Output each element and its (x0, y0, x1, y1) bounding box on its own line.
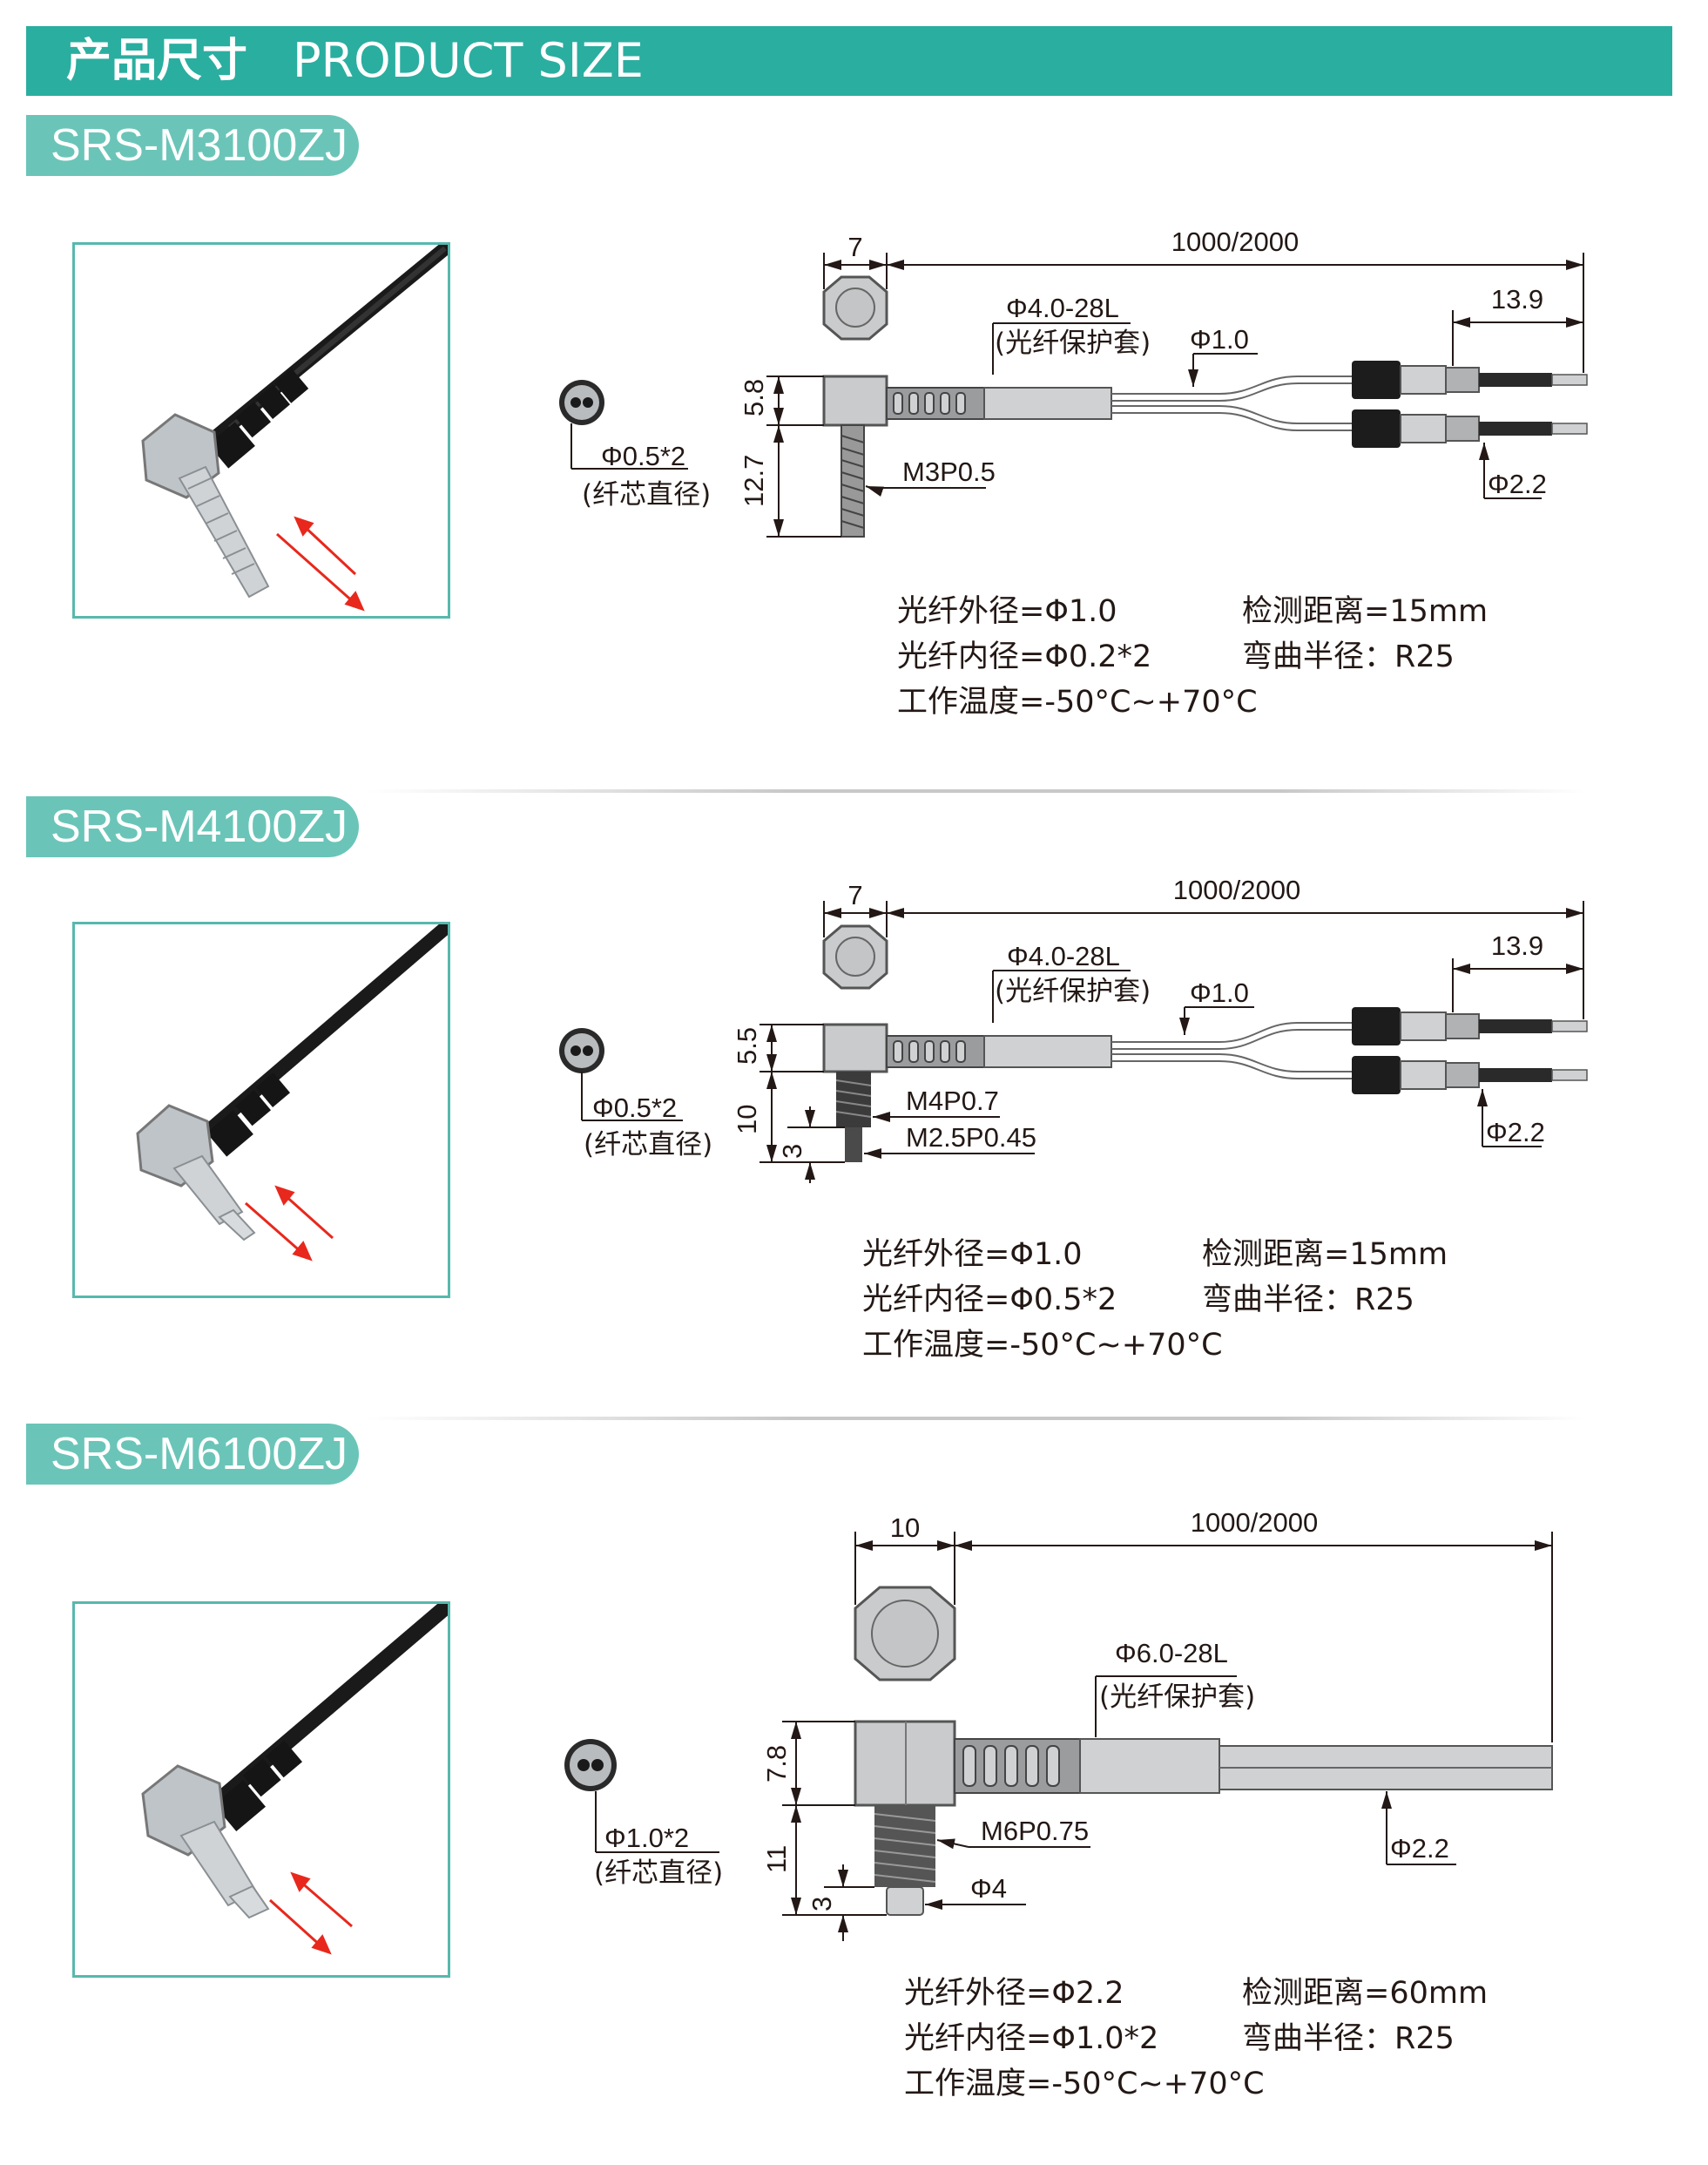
head-height-label: 7.8 (761, 1745, 792, 1783)
tip-length-label: 3 (807, 1897, 837, 1911)
core-dia-label: Φ0.5*2 (601, 441, 685, 471)
specs-right-2: 检测距离=15mm 弯曲半径：R25 (1202, 1232, 1448, 1323)
thread-label: M3P0.5 (902, 457, 996, 487)
core-end-view (559, 1028, 683, 1121)
tail-dia-label: Φ2.2 (1488, 469, 1547, 499)
tail-dia-label: Φ2.2 (1486, 1117, 1545, 1147)
sleeve-label: Φ4.0-28L (1006, 293, 1119, 323)
fiber-outer-spec: 光纤外径=Φ2.2 (904, 1976, 1124, 2011)
temperature-spec: 工作温度=-50°C~+70°C (897, 685, 1258, 720)
product-photo-3 (72, 1601, 450, 1978)
distance-spec: 检测距离=15mm (1202, 1237, 1448, 1272)
length-label: 1000/2000 (1173, 875, 1301, 905)
tail-length-label: 13.9 (1491, 284, 1543, 315)
length-label: 1000/2000 (1171, 227, 1300, 257)
core-end-view (564, 1739, 719, 1853)
fiber-inner-spec: 光纤内径=Φ0.2*2 (897, 639, 1152, 674)
tail-length-label: 13.9 (1491, 930, 1543, 961)
specs-right-1: 检测距离=15mm 弯曲半径：R25 (1242, 589, 1488, 680)
header-title-zh: 产品尺寸 (66, 35, 248, 87)
bend-spec: 弯曲半径：R25 (1202, 1282, 1414, 1317)
bend-spec: 弯曲半径：R25 (1242, 639, 1455, 674)
thread-label: M4P0.7 (906, 1086, 999, 1116)
temperature-spec: 工作温度=-50°C~+70°C (862, 1328, 1223, 1363)
sleeve-note: (光纤保护套) (995, 328, 1151, 359)
hex-width-label: 7 (847, 880, 862, 910)
tip-length-label: 3 (777, 1144, 807, 1159)
thread-length-label: 12.7 (739, 455, 769, 507)
section-divider (366, 1417, 1585, 1420)
fiber-inner-spec: 光纤内径=Φ0.5*2 (862, 1282, 1117, 1317)
model-tag-2: SRS-M4100ZJ (26, 796, 359, 857)
header-banner: 产品尺寸 PRODUCT SIZE (26, 26, 1672, 96)
model-tag-1: SRS-M3100ZJ (26, 115, 359, 176)
section-divider (366, 789, 1585, 793)
tip-thread-label: M2.5P0.45 (906, 1122, 1036, 1153)
header-title-en: PRODUCT SIZE (293, 33, 644, 88)
drawing-3: Φ1.0*2 (纤芯直径) 10 1000/2000 Φ (564, 1507, 1553, 1941)
specs-right-3: 检测距离=60mm 弯曲半径：R25 (1242, 1971, 1488, 2061)
fiber-outer-spec: 光纤外径=Φ1.0 (862, 1237, 1083, 1272)
model-tag-3: SRS-M6100ZJ (26, 1424, 359, 1485)
thread-length-label: 11 (761, 1845, 792, 1873)
core-dia-note: (纤芯直径) (594, 1857, 723, 1889)
distance-spec: 检测距离=60mm (1242, 1976, 1489, 2011)
fiber-dia-label: Φ1.0 (1190, 978, 1249, 1008)
tail-dia-label: Φ2.2 (1390, 1833, 1449, 1864)
sleeve-label: Φ4.0-28L (1007, 941, 1120, 971)
specs-left-3: 光纤外径=Φ2.2 光纤内径=Φ1.0*2 工作温度=-50°C~+70°C (904, 1971, 1265, 2107)
thread-label: M6P0.75 (981, 1816, 1089, 1846)
fiber-outer-spec: 光纤外径=Φ1.0 (897, 594, 1117, 629)
tip-dia-label: Φ4 (970, 1873, 1007, 1904)
head-height-label: 5.8 (739, 379, 769, 416)
specs-left-2: 光纤外径=Φ1.0 光纤内径=Φ0.5*2 工作温度=-50°C~+70°C (862, 1232, 1223, 1368)
hex-width-label: 10 (890, 1512, 920, 1543)
product-photo-2 (72, 922, 450, 1298)
fiber-dia-label: Φ1.0 (1190, 324, 1249, 355)
core-end-view (559, 380, 688, 470)
length-label: 1000/2000 (1191, 1507, 1319, 1538)
head-height-label: 5.5 (732, 1027, 762, 1065)
temperature-spec: 工作温度=-50°C~+70°C (904, 2067, 1265, 2101)
drawing-2: Φ0.5*2 (纤芯直径) (559, 875, 1588, 1183)
core-dia-label: Φ0.5*2 (592, 1093, 677, 1123)
core-dia-note: (纤芯直径) (584, 1129, 712, 1160)
sleeve-note: (光纤保护套) (1099, 1681, 1255, 1713)
hex-width-label: 7 (847, 232, 862, 262)
drawing-1: Φ0.5*2 (纤芯直径) (559, 227, 1588, 538)
core-dia-note: (纤芯直径) (582, 479, 711, 511)
core-dia-label: Φ1.0*2 (604, 1823, 689, 1853)
distance-spec: 检测距离=15mm (1242, 594, 1489, 629)
sleeve-label: Φ6.0-28L (1115, 1638, 1228, 1668)
specs-left-1: 光纤外径=Φ1.0 光纤内径=Φ0.2*2 工作温度=-50°C~+70°C (897, 589, 1258, 725)
bend-spec: 弯曲半径：R25 (1242, 2021, 1455, 2056)
thread-length-label: 10 (732, 1105, 762, 1134)
product-photo-1 (72, 242, 450, 619)
sleeve-note: (光纤保护套) (995, 976, 1151, 1007)
fiber-inner-spec: 光纤内径=Φ1.0*2 (904, 2021, 1159, 2056)
